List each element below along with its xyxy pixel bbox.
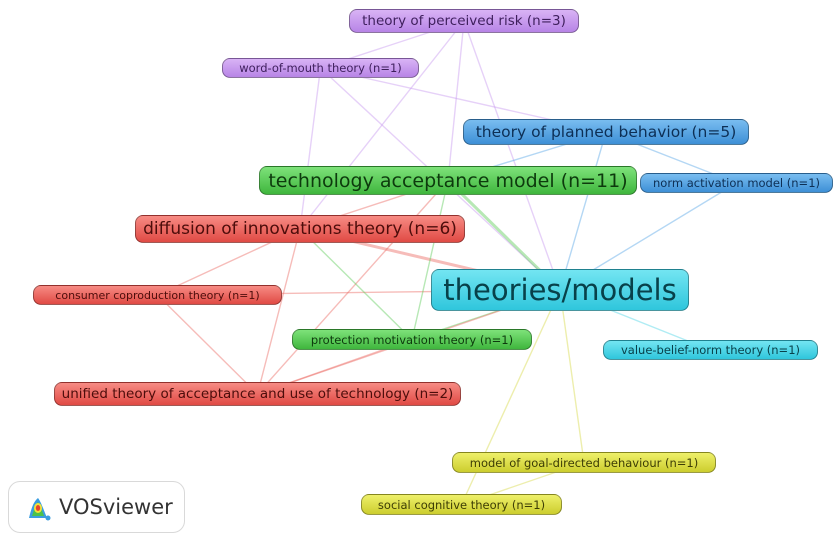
edge-theories-goal bbox=[559, 289, 585, 463]
edge-diffusion-perceived-risk bbox=[299, 20, 465, 230]
node-diffusion-of-innovations[interactable]: diffusion of innovations theory (n=6) bbox=[135, 215, 465, 243]
vosviewer-logo: VOSviewer bbox=[8, 481, 185, 533]
node-technology-acceptance-model[interactable]: technology acceptance model (n=11) bbox=[259, 166, 637, 195]
edge-diffusion-protection bbox=[299, 228, 413, 340]
node-norm-activation-model[interactable]: norm activation model (n=1) bbox=[640, 173, 833, 193]
node-word-of-mouth[interactable]: word-of-mouth theory (n=1) bbox=[222, 58, 419, 78]
edge-diffusion-utaut bbox=[256, 228, 301, 395]
edge-tam-protection bbox=[411, 180, 449, 340]
edge-diffusion-wom bbox=[299, 67, 322, 230]
node-goal-directed-behaviour[interactable]: model of goal-directed behaviour (n=1) bbox=[452, 452, 716, 473]
node-protection-motivation[interactable]: protection motivation theory (n=1) bbox=[292, 329, 532, 350]
vosviewer-logo-icon bbox=[29, 498, 51, 521]
node-value-belief-norm[interactable]: value-belief-norm theory (n=1) bbox=[603, 340, 818, 360]
edge-theories-planned bbox=[559, 131, 607, 291]
node-utaut[interactable]: unified theory of acceptance and use of … bbox=[54, 382, 461, 406]
node-perceived-risk[interactable]: theory of perceived risk (n=3) bbox=[349, 9, 579, 33]
node-theories-models[interactable]: theories/models bbox=[431, 269, 689, 311]
vosviewer-logo-text: VOSviewer bbox=[59, 495, 173, 519]
node-planned-behavior[interactable]: theory of planned behavior (n=5) bbox=[463, 119, 749, 145]
edge-coproduction-utaut bbox=[157, 294, 258, 395]
edge-theories-perceived-risk bbox=[463, 20, 561, 291]
edge-tam-perceived-risk bbox=[447, 20, 465, 181]
node-social-cognitive-theory[interactable]: social cognitive theory (n=1) bbox=[361, 494, 562, 515]
node-consumer-coproduction[interactable]: consumer coproduction theory (n=1) bbox=[33, 285, 282, 305]
